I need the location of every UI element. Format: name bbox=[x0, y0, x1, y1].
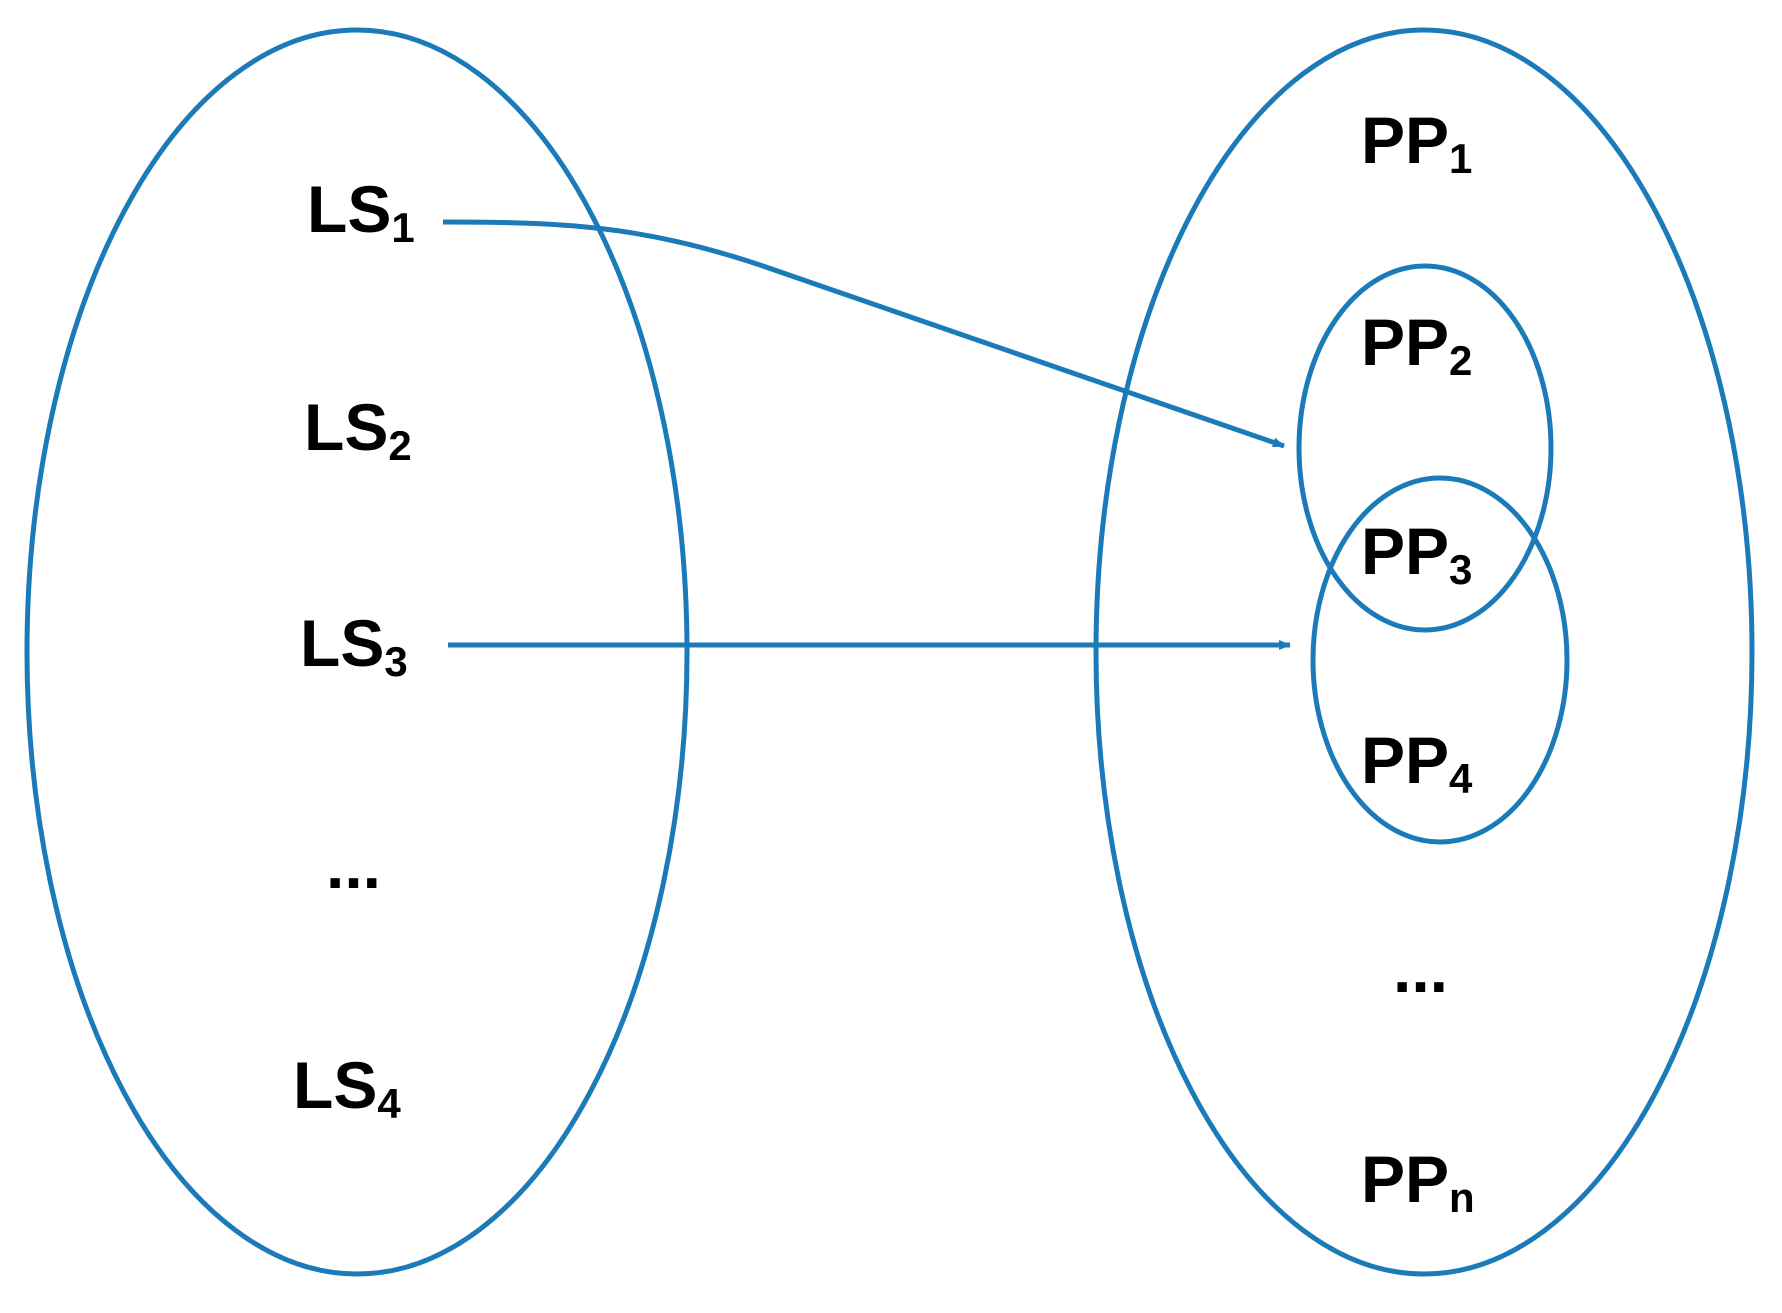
subset-ellipse-pp2-pp3 bbox=[1296, 263, 1554, 633]
right-item-pp4: PP4 bbox=[1361, 723, 1473, 802]
label-base: PP bbox=[1361, 305, 1449, 379]
left-item-ls4: LS4 bbox=[293, 1048, 401, 1127]
label-subscript: 2 bbox=[388, 422, 411, 469]
label-subscript: 4 bbox=[1449, 755, 1473, 802]
left-item-ls2: LS2 bbox=[304, 390, 412, 469]
right-set-ellipse bbox=[1093, 27, 1755, 1277]
left-item-ls1: LS1 bbox=[307, 172, 415, 251]
label-subscript: 2 bbox=[1449, 337, 1472, 384]
right-item-pp2: PP2 bbox=[1361, 305, 1472, 384]
label-subscript: 1 bbox=[1449, 135, 1472, 182]
subset-ellipse-pp3-pp4 bbox=[1310, 475, 1570, 845]
label-base: PP bbox=[1361, 1142, 1449, 1216]
label-base: LS bbox=[293, 1048, 377, 1122]
left-set-ellipse bbox=[24, 27, 690, 1277]
label-subscript: 3 bbox=[1449, 546, 1472, 593]
label-base: PP bbox=[1361, 103, 1449, 177]
right-item-ellipsis: ... bbox=[1393, 932, 1448, 1006]
right-item-pp3: PP3 bbox=[1361, 514, 1472, 593]
label-subscript: n bbox=[1449, 1174, 1475, 1221]
label-base: PP bbox=[1361, 723, 1449, 797]
left-item-ls3: LS3 bbox=[300, 606, 408, 685]
label-base: LS bbox=[307, 172, 391, 246]
label-base: LS bbox=[300, 606, 384, 680]
right-item-ppn: PPn bbox=[1361, 1142, 1475, 1221]
right-item-pp1: PP1 bbox=[1361, 103, 1472, 182]
label-subscript: 3 bbox=[384, 638, 407, 685]
left-item-ellipsis: ... bbox=[326, 828, 381, 902]
label-subscript: 1 bbox=[391, 204, 414, 251]
label-base: PP bbox=[1361, 514, 1449, 588]
label-subscript: 4 bbox=[377, 1080, 401, 1127]
mapping-arrow-ls1 bbox=[442, 219, 1285, 449]
label-base: LS bbox=[304, 390, 388, 464]
